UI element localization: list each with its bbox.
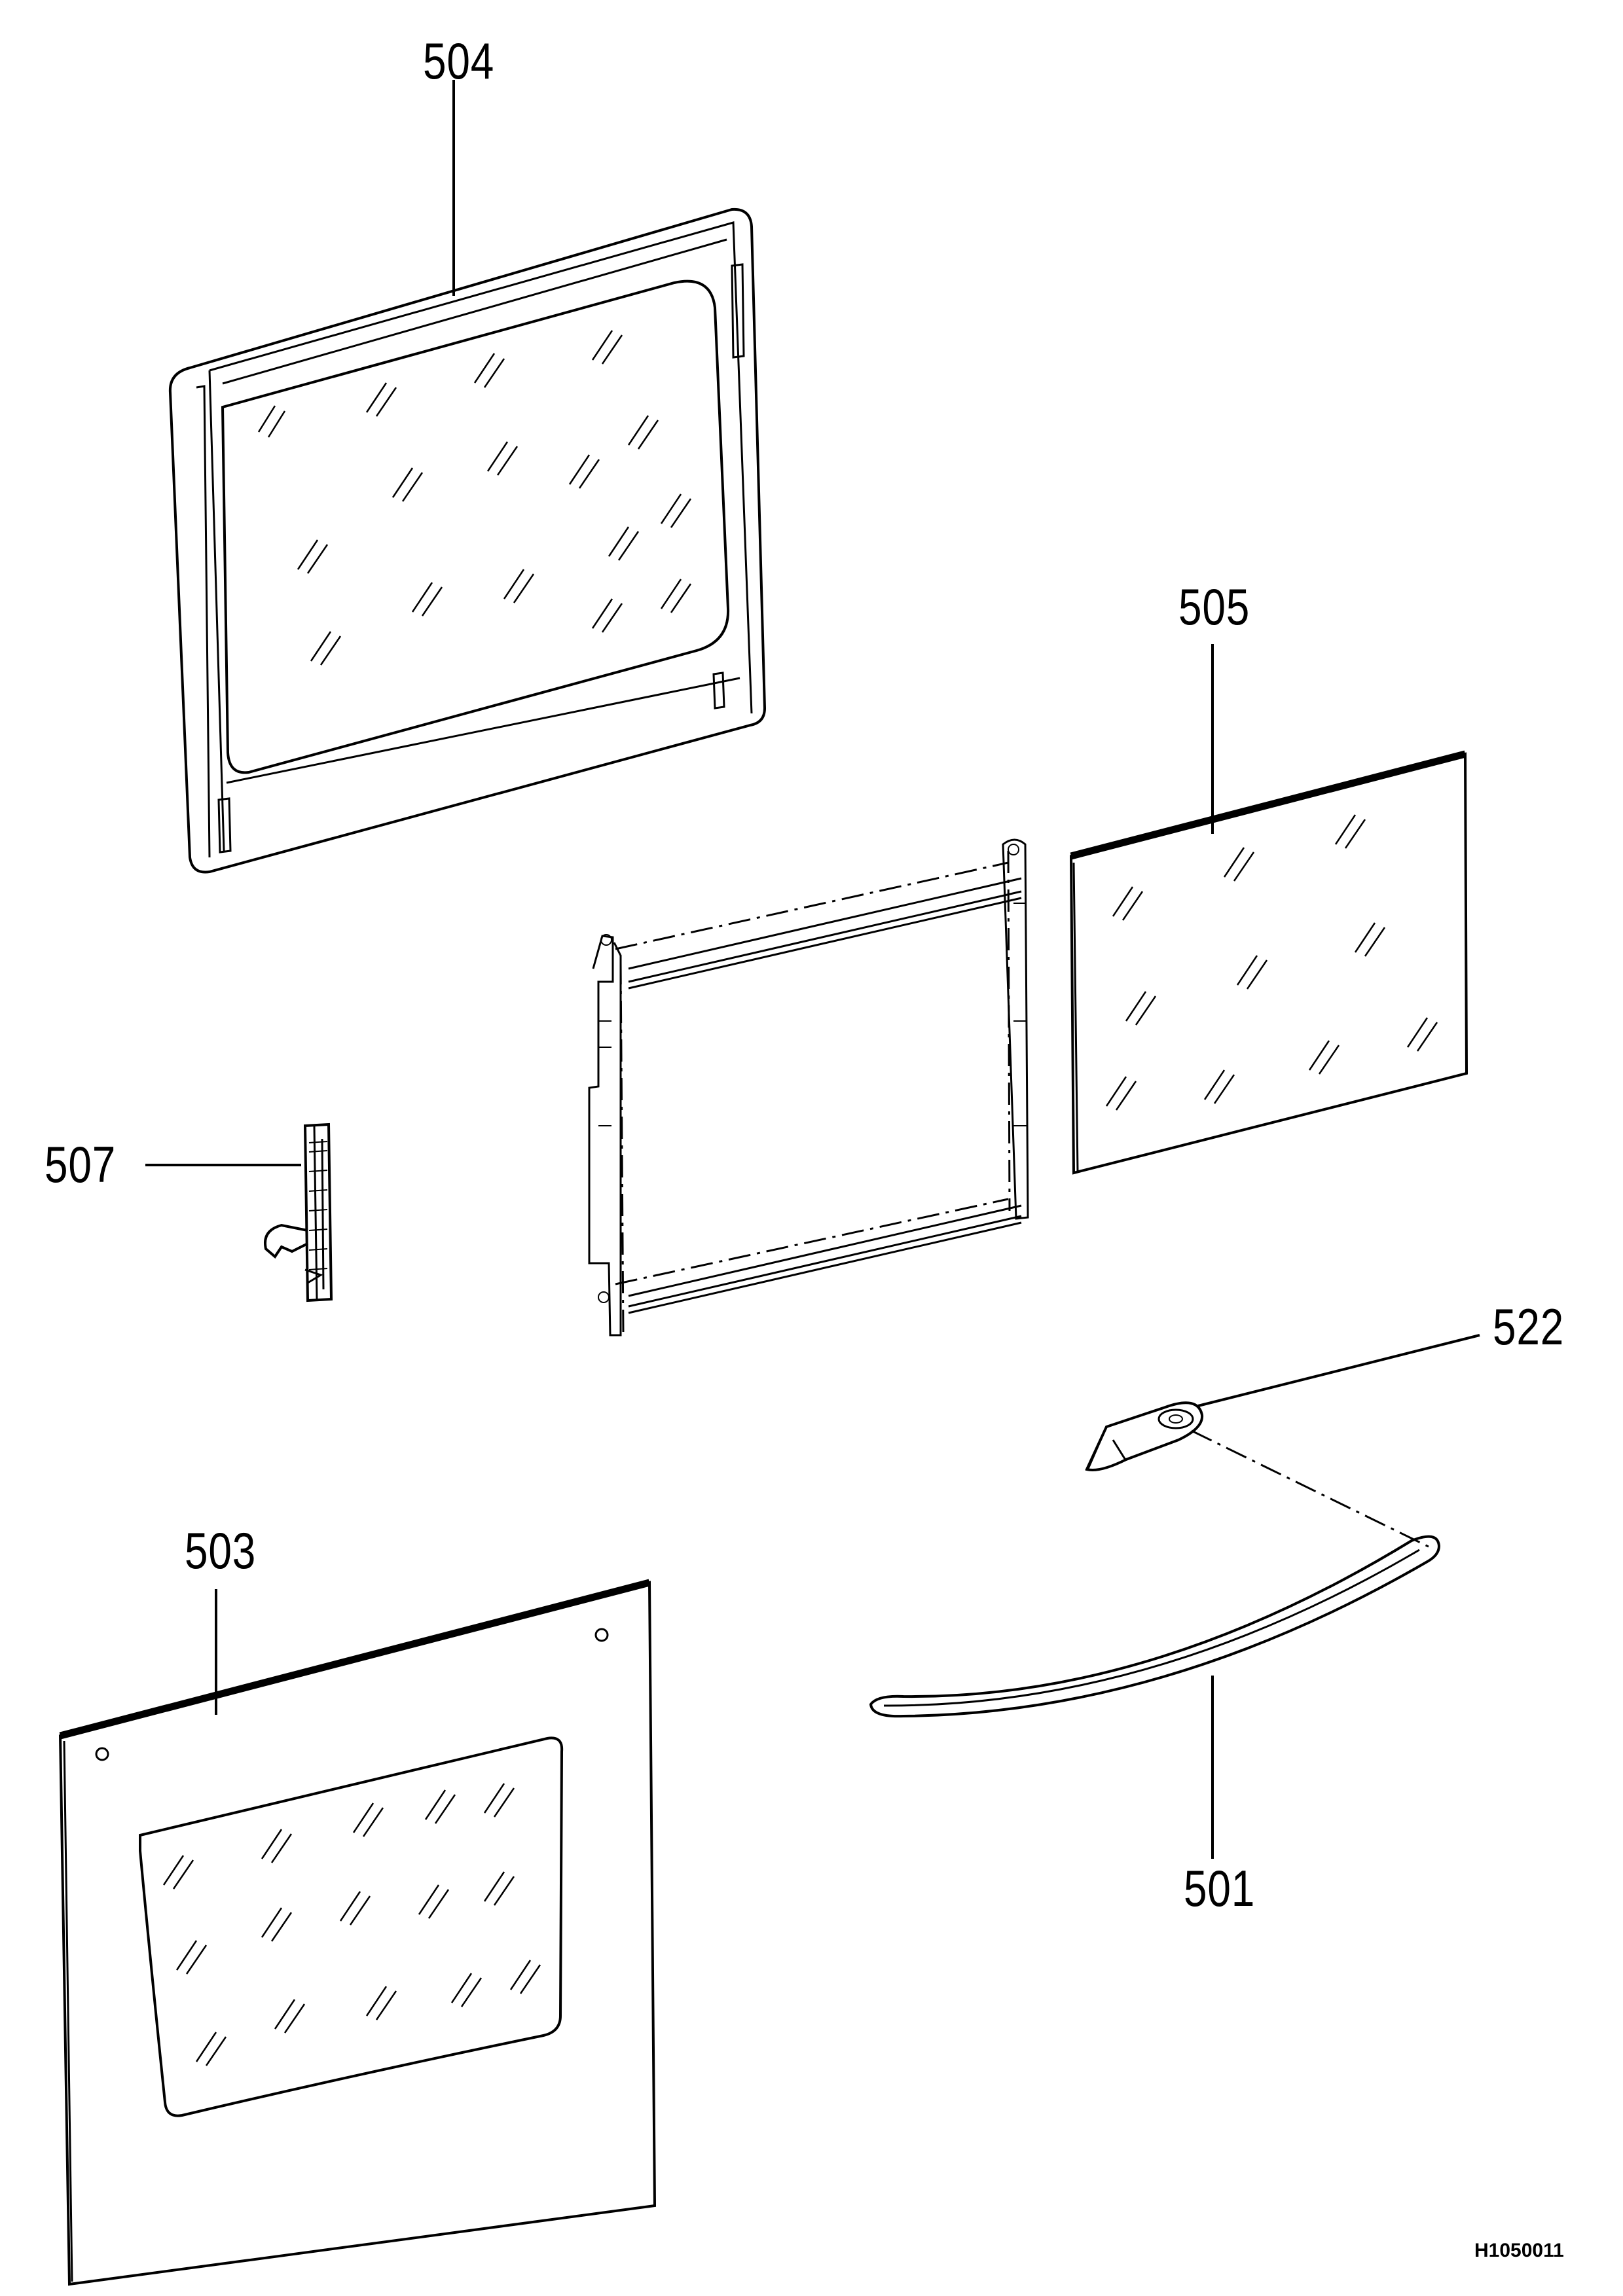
- glass-glints-505: [1105, 814, 1438, 1111]
- handle-end-cap-522: [1085, 1401, 1204, 1471]
- glass-glints-503: [162, 1783, 541, 2066]
- callout-522: 522: [1493, 1298, 1565, 1355]
- inner-door-panel-504: [168, 207, 767, 874]
- assembly-dash-line-522-501: [1191, 1429, 1433, 1550]
- callout-504: 504: [423, 32, 495, 90]
- callout-503: 503: [185, 1522, 257, 1579]
- glass-glints-504: [257, 330, 692, 666]
- drawing-reference-number: H1050011: [1474, 2240, 1564, 2261]
- callout-507: 507: [45, 1136, 117, 1193]
- hinge-507: [264, 1122, 333, 1302]
- door-spacer-frame: [588, 838, 1029, 1336]
- callout-501: 501: [1184, 1859, 1256, 1917]
- callout-505: 505: [1178, 578, 1250, 636]
- glass-pane-505: [1069, 750, 1468, 1175]
- handle-bar-501: [869, 1535, 1441, 1718]
- outer-door-panel-503: [58, 1579, 657, 2286]
- leader-line-522: [1197, 1334, 1480, 1407]
